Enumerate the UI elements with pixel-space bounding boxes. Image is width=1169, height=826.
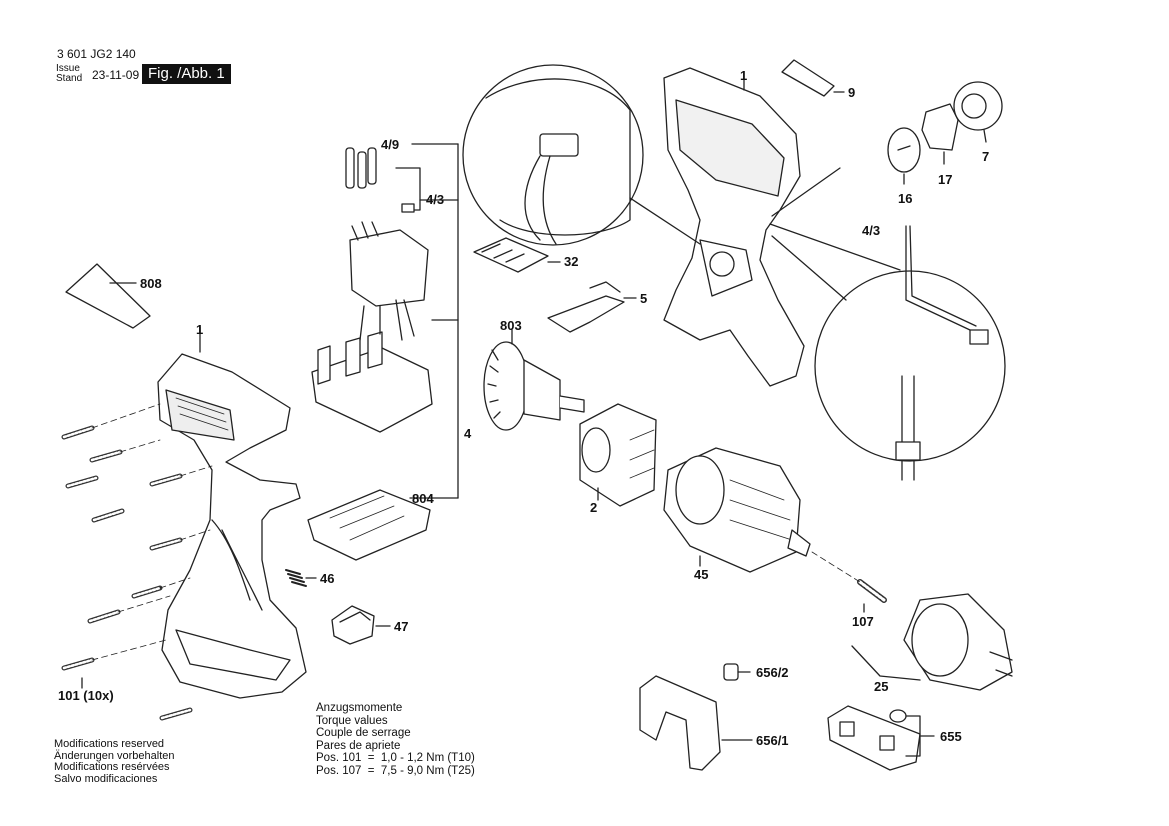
callout-803: 803 [500, 318, 522, 333]
callout-25: 25 [874, 679, 888, 694]
part-804-circuit-board [307, 489, 431, 561]
part-107-chuck-screw [811, 551, 887, 613]
modifications-de: Änderungen vorbehalten [54, 749, 175, 762]
modifications-note: Modifications reserved Änderungen vorbeh… [54, 738, 175, 785]
part-4-electronics-module [311, 143, 459, 499]
torque-line-de: Anzugsmomente [316, 702, 403, 714]
callout-4-9: 4/9 [381, 137, 399, 152]
callout-7: 7 [982, 149, 989, 164]
part-5-switch [547, 281, 637, 333]
callout-656-2: 656/2 [756, 665, 789, 680]
callout-101: 101 (10x) [58, 688, 114, 703]
part-808-label-sheet [65, 263, 151, 329]
torque-line-en: Torque values [316, 714, 388, 727]
torque-values-block: Anzugsmomente Torque values Couple de se… [316, 702, 475, 777]
modifications-es: Salvo modificaciones [54, 772, 158, 785]
part-1-left-housing [157, 326, 307, 699]
part-2-motor-housing [579, 403, 657, 507]
callout-5: 5 [640, 291, 647, 306]
callout-4-3-right: 4/3 [862, 223, 880, 238]
issue-stand-label: Issue Stand [56, 64, 82, 84]
detail-circle-right [769, 167, 1006, 481]
callout-656-1: 656/1 [756, 733, 789, 748]
callout-107: 107 [852, 614, 874, 629]
callout-2: 2 [590, 500, 597, 515]
callout-4: 4 [464, 426, 472, 441]
callout-47: 47 [394, 619, 408, 634]
stand-label: Stand [56, 73, 83, 84]
part-32-slider [473, 237, 561, 273]
issue-date: 23-11-09 [92, 68, 140, 82]
callout-17: 17 [938, 172, 952, 187]
callout-655: 655 [940, 729, 962, 744]
callout-9: 9 [848, 85, 855, 100]
callout-16: 16 [898, 191, 912, 206]
detail-circle-top [462, 64, 701, 246]
part-656-belt-clip [639, 663, 753, 771]
callout-46: 46 [320, 571, 334, 586]
callout-1-top: 1 [740, 68, 747, 83]
part-25-chuck [851, 593, 1013, 691]
part-46-spring [285, 569, 317, 587]
callout-4-3-upper: 4/3 [426, 192, 444, 207]
part-101-screws [61, 403, 213, 721]
callout-45: 45 [694, 567, 708, 582]
part-655-bit-holder [827, 705, 935, 771]
figure-label: Fig. /Abb. 1 [142, 64, 231, 84]
modifications-fr: Modifications resérvées [54, 761, 170, 773]
document-number: 3 601 JG2 140 [57, 47, 136, 61]
part-1-right-housing [663, 67, 805, 387]
part-17-ring [921, 103, 959, 165]
part-45-gearbox [663, 447, 811, 573]
torque-pos-107: Pos. 107 = 7,5 - 9,0 Nm (T25) [316, 764, 475, 777]
callout-1-left: 1 [196, 322, 203, 337]
torque-line-es: Pares de apriete [316, 739, 401, 752]
callout-804: 804 [412, 491, 434, 506]
torque-line-fr: Couple de serrage [316, 727, 411, 739]
issue-label: Issue [56, 63, 80, 74]
part-7-knob [953, 81, 1003, 143]
modifications-en: Modifications reserved [54, 738, 165, 750]
part-47-knob [331, 605, 391, 645]
part-16-cap [887, 127, 921, 185]
callout-808: 808 [140, 276, 162, 291]
part-803-motor-armature [483, 329, 585, 431]
torque-pos-101: Pos. 101 = 1,0 - 1,2 Nm (T10) [316, 752, 475, 764]
callout-32: 32 [564, 254, 578, 269]
part-9-label [781, 59, 845, 97]
